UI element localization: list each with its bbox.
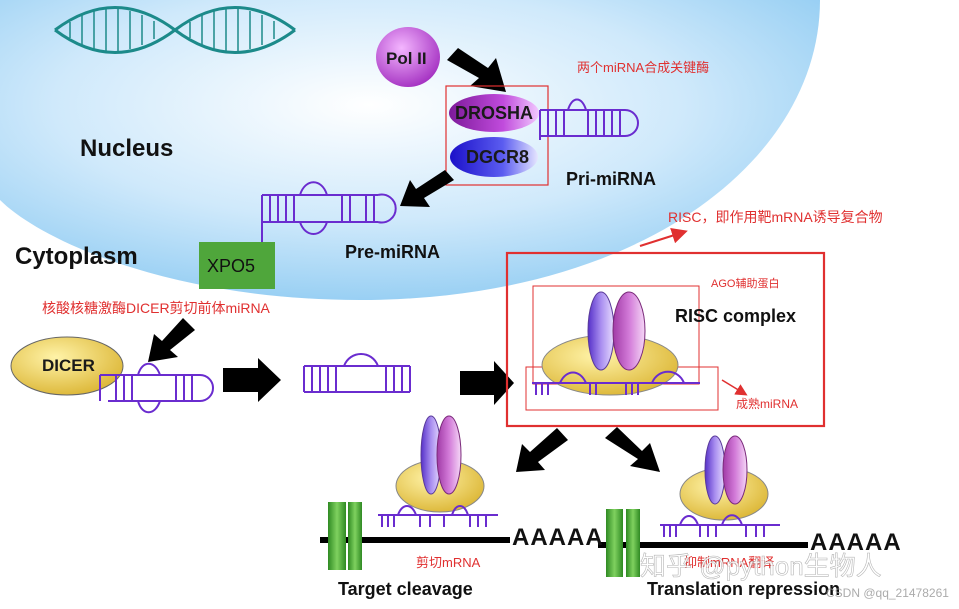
arrow-to-pre-mirna [400,170,454,207]
arrow-dicer-to-duplex [223,358,281,402]
watermark-main: 知乎 @python生物人 [640,551,882,581]
nucleus-label: Nucleus [80,135,174,162]
ago-note: AGO辅助蛋白 [711,278,780,290]
cytoplasm-label: Cytoplasm [15,243,138,270]
translation-repression-label: Translation repression [647,579,841,599]
pri-mirna-label: Pri-miRNA [566,169,657,189]
key-enzymes-note: 两个miRNA合成关键酶 [577,60,710,75]
xpo5-label: XPO5 [207,256,256,276]
drosha-label: DROSHA [455,103,534,123]
target-cleavage-label: Target cleavage [338,579,473,599]
arrow-risc-to-repression [605,427,660,472]
dicer-enzyme [10,336,124,396]
mature-mirna-note: 成熟miRNA [736,397,798,411]
xpo5-box [199,242,275,289]
drosha-enzyme [449,94,539,132]
pol2-enzyme [376,27,440,87]
watermark-sub: CSDN @qq_21478261 [826,586,949,600]
risc-note-arrow [639,228,688,247]
mature-mirna-note-arrow [721,379,748,396]
dicer-note: 核酸核糖激酶DICER剪切前体miRNA [42,300,270,316]
pri-mirna-hairpin [539,98,639,140]
dna-helix-icon [54,6,296,54]
inhibit-mrna-note: 抑制mRNA翻译 [684,555,775,570]
arrow-duplex-to-risc [460,361,514,405]
cut-mrna-note: 剪切mRNA [416,555,481,570]
pre-mirna-label: Pre-miRNA [345,242,441,262]
pol2-label: Pol II [386,49,427,68]
dicer-label: DICER [42,356,95,375]
pre-mirna-hairpin [261,181,397,242]
risc-highlight-box [505,251,826,428]
dicer-bound-hairpin [99,362,214,414]
polya-tail-right: AAAAA [810,529,902,556]
target-cleavage-mrna [320,415,510,570]
risc-note: RISC，即作用靶mRNA诱导复合物 [668,209,883,225]
dgcr8-label: DGCR8 [466,147,530,167]
mirna-duplex-hairpin [303,353,411,393]
polya-tail-left: AAAAA [512,524,604,551]
arrow-risc-to-cleavage [516,428,568,472]
risc-complex-graphic [532,291,700,396]
translation-repression-mrna [598,435,808,577]
arrow-pol2-to-drosha [447,48,506,92]
dgcr8-enzyme [450,137,538,177]
arrow-xpo5-to-dicer [148,318,195,362]
risc-complex-label: RISC complex [675,306,797,326]
nucleus-region [0,0,820,300]
